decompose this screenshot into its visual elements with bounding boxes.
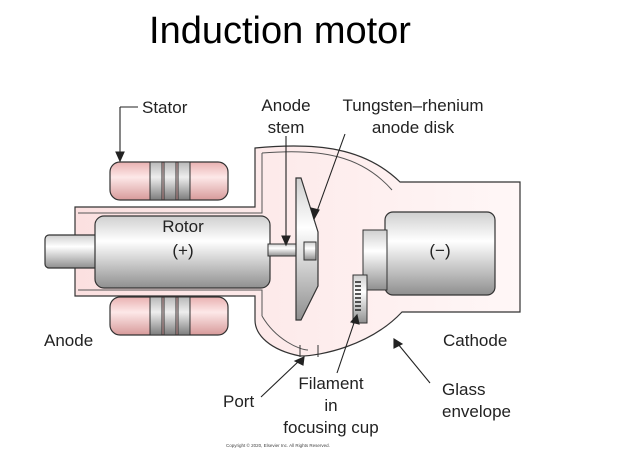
cathode-label: Cathode <box>443 331 507 350</box>
rotor-polarity: (+) <box>172 241 193 260</box>
focusing-cup <box>352 274 368 324</box>
anode-stem-label-line2: stem <box>268 118 305 137</box>
page-title: Induction motor <box>149 10 411 52</box>
filament-coil <box>355 281 361 311</box>
port-label: Port <box>223 392 254 411</box>
anode-shaft <box>44 234 101 269</box>
disk-label-line1: Tungsten–rhenium <box>342 96 483 115</box>
filament-label-line3: focusing cup <box>283 418 378 437</box>
anode-stem-label-line1: Anode <box>261 96 310 115</box>
stator-lower <box>109 296 229 336</box>
glass-label-line2: envelope <box>442 402 511 421</box>
anode-label: Anode <box>44 331 93 350</box>
cathode-assembly <box>352 211 496 324</box>
stator-label: Stator <box>142 98 188 117</box>
stator-upper <box>109 161 229 201</box>
glass-label-line1: Glass <box>442 380 485 399</box>
copyright-notice: Copyright © 2020, Elsevier Inc. All Righ… <box>226 442 330 448</box>
leader-lines <box>115 106 431 398</box>
filament-label-line1: Filament <box>298 374 363 393</box>
disk-label-line2: anode disk <box>372 118 455 137</box>
filament-label-line2: in <box>324 396 337 415</box>
cathode-polarity: (−) <box>429 241 450 260</box>
rotor-label: Rotor <box>162 217 204 236</box>
